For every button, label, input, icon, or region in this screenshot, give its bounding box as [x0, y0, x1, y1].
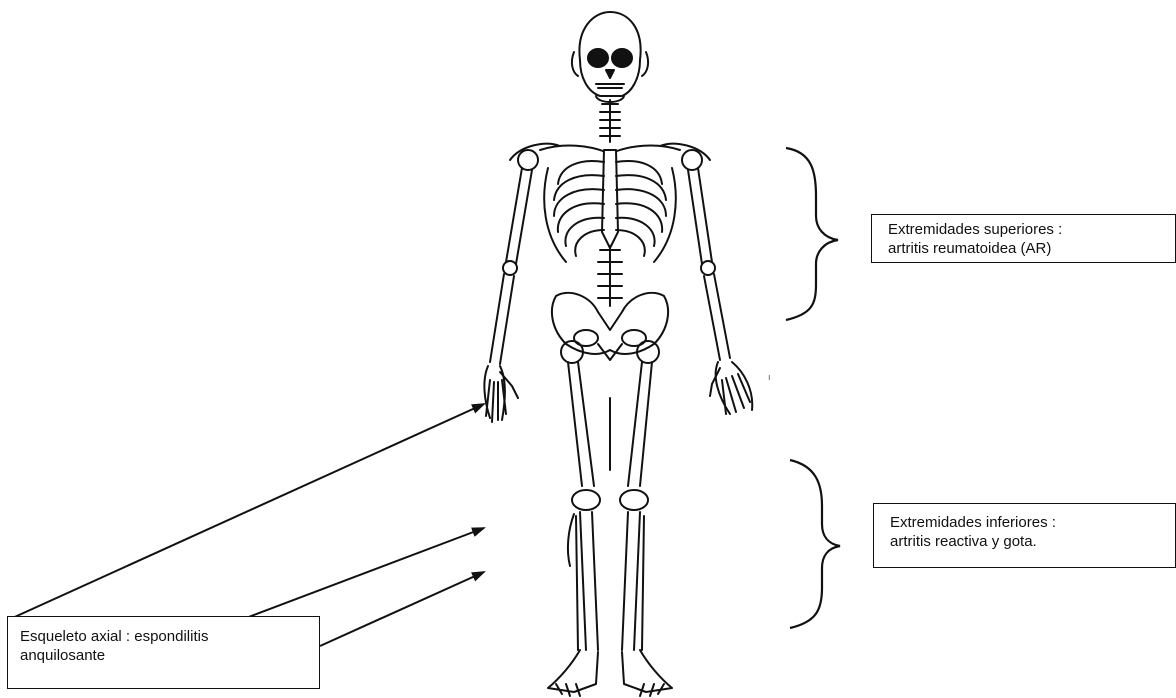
label-axial-line2: anquilosante — [20, 646, 309, 665]
brace-upper — [786, 148, 838, 320]
label-lower-line1: Extremidades inferiores : — [890, 513, 1165, 532]
stray-mark: ı — [768, 372, 771, 382]
lumbar-spine — [598, 246, 622, 306]
arm-left-side-of-body — [688, 168, 752, 414]
arrow-to-knee — [246, 528, 484, 618]
label-lower-extremities: Extremidades inferiores : artritis react… — [873, 503, 1176, 568]
label-upper-line2: artritis reumatoidea (AR) — [888, 239, 1165, 258]
arm-right-side-of-body — [484, 168, 532, 422]
label-upper-line1: Extremidades superiores : — [888, 220, 1165, 239]
label-lower-line2: artritis reactiva y gota. — [890, 532, 1165, 551]
feet — [548, 650, 672, 696]
skull — [572, 12, 648, 102]
arrow-to-shin — [320, 572, 484, 646]
label-upper-extremities: Extremidades superiores : artritis reuma… — [871, 214, 1176, 263]
skeleton-figure — [484, 12, 752, 696]
brace-lower — [790, 460, 840, 628]
legs — [561, 341, 659, 650]
label-axial-skeleton: Esqueleto axial : espondilitis anquilosa… — [7, 616, 320, 689]
cervical-spine — [600, 100, 620, 142]
label-axial-line1: Esqueleto axial : espondilitis — [20, 627, 309, 646]
arrow-to-hand — [8, 404, 484, 620]
arrows — [8, 404, 484, 646]
